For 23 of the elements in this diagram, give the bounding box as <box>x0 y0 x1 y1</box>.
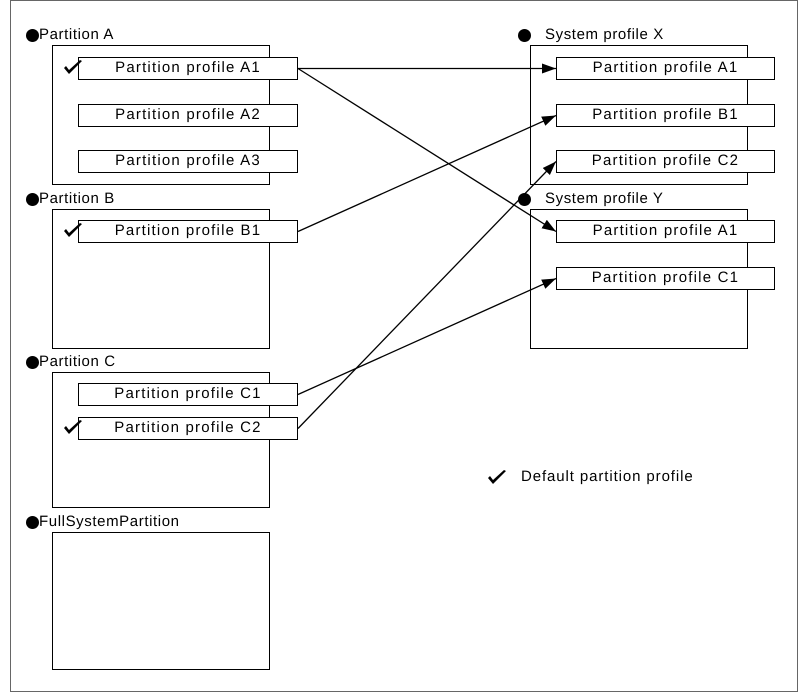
group-heading: System profile X <box>545 25 664 45</box>
group-heading: Partition B <box>39 189 115 209</box>
profile-box: Partition profile C2 <box>556 150 775 173</box>
profile-box: Partition profile A1 <box>556 220 775 243</box>
arrow <box>298 278 556 396</box>
group-heading: Partition A <box>39 25 114 45</box>
profile-box: Partition profile B1 <box>556 104 775 127</box>
group-heading: FullSystemPartition <box>39 512 180 532</box>
profile-box: Partition profile B1 <box>78 220 298 243</box>
arrow <box>298 68 556 232</box>
arrow <box>298 114 556 232</box>
profile-box: Partition profile C1 <box>78 383 298 406</box>
arrow <box>298 64 556 74</box>
group-heading: Partition C <box>39 352 116 372</box>
profile-box: Partition profile C1 <box>556 267 775 290</box>
profile-box: Partition profile A1 <box>556 57 775 80</box>
profile-box: Partition profile C2 <box>78 417 298 440</box>
legend-text: Default partition profile <box>521 467 694 487</box>
profile-box: Partition profile A3 <box>78 150 298 173</box>
arrow <box>298 161 556 429</box>
profile-box: Partition profile A1 <box>78 57 298 80</box>
profile-box: Partition profile A2 <box>78 104 298 127</box>
group-heading: System profile Y <box>545 189 664 209</box>
